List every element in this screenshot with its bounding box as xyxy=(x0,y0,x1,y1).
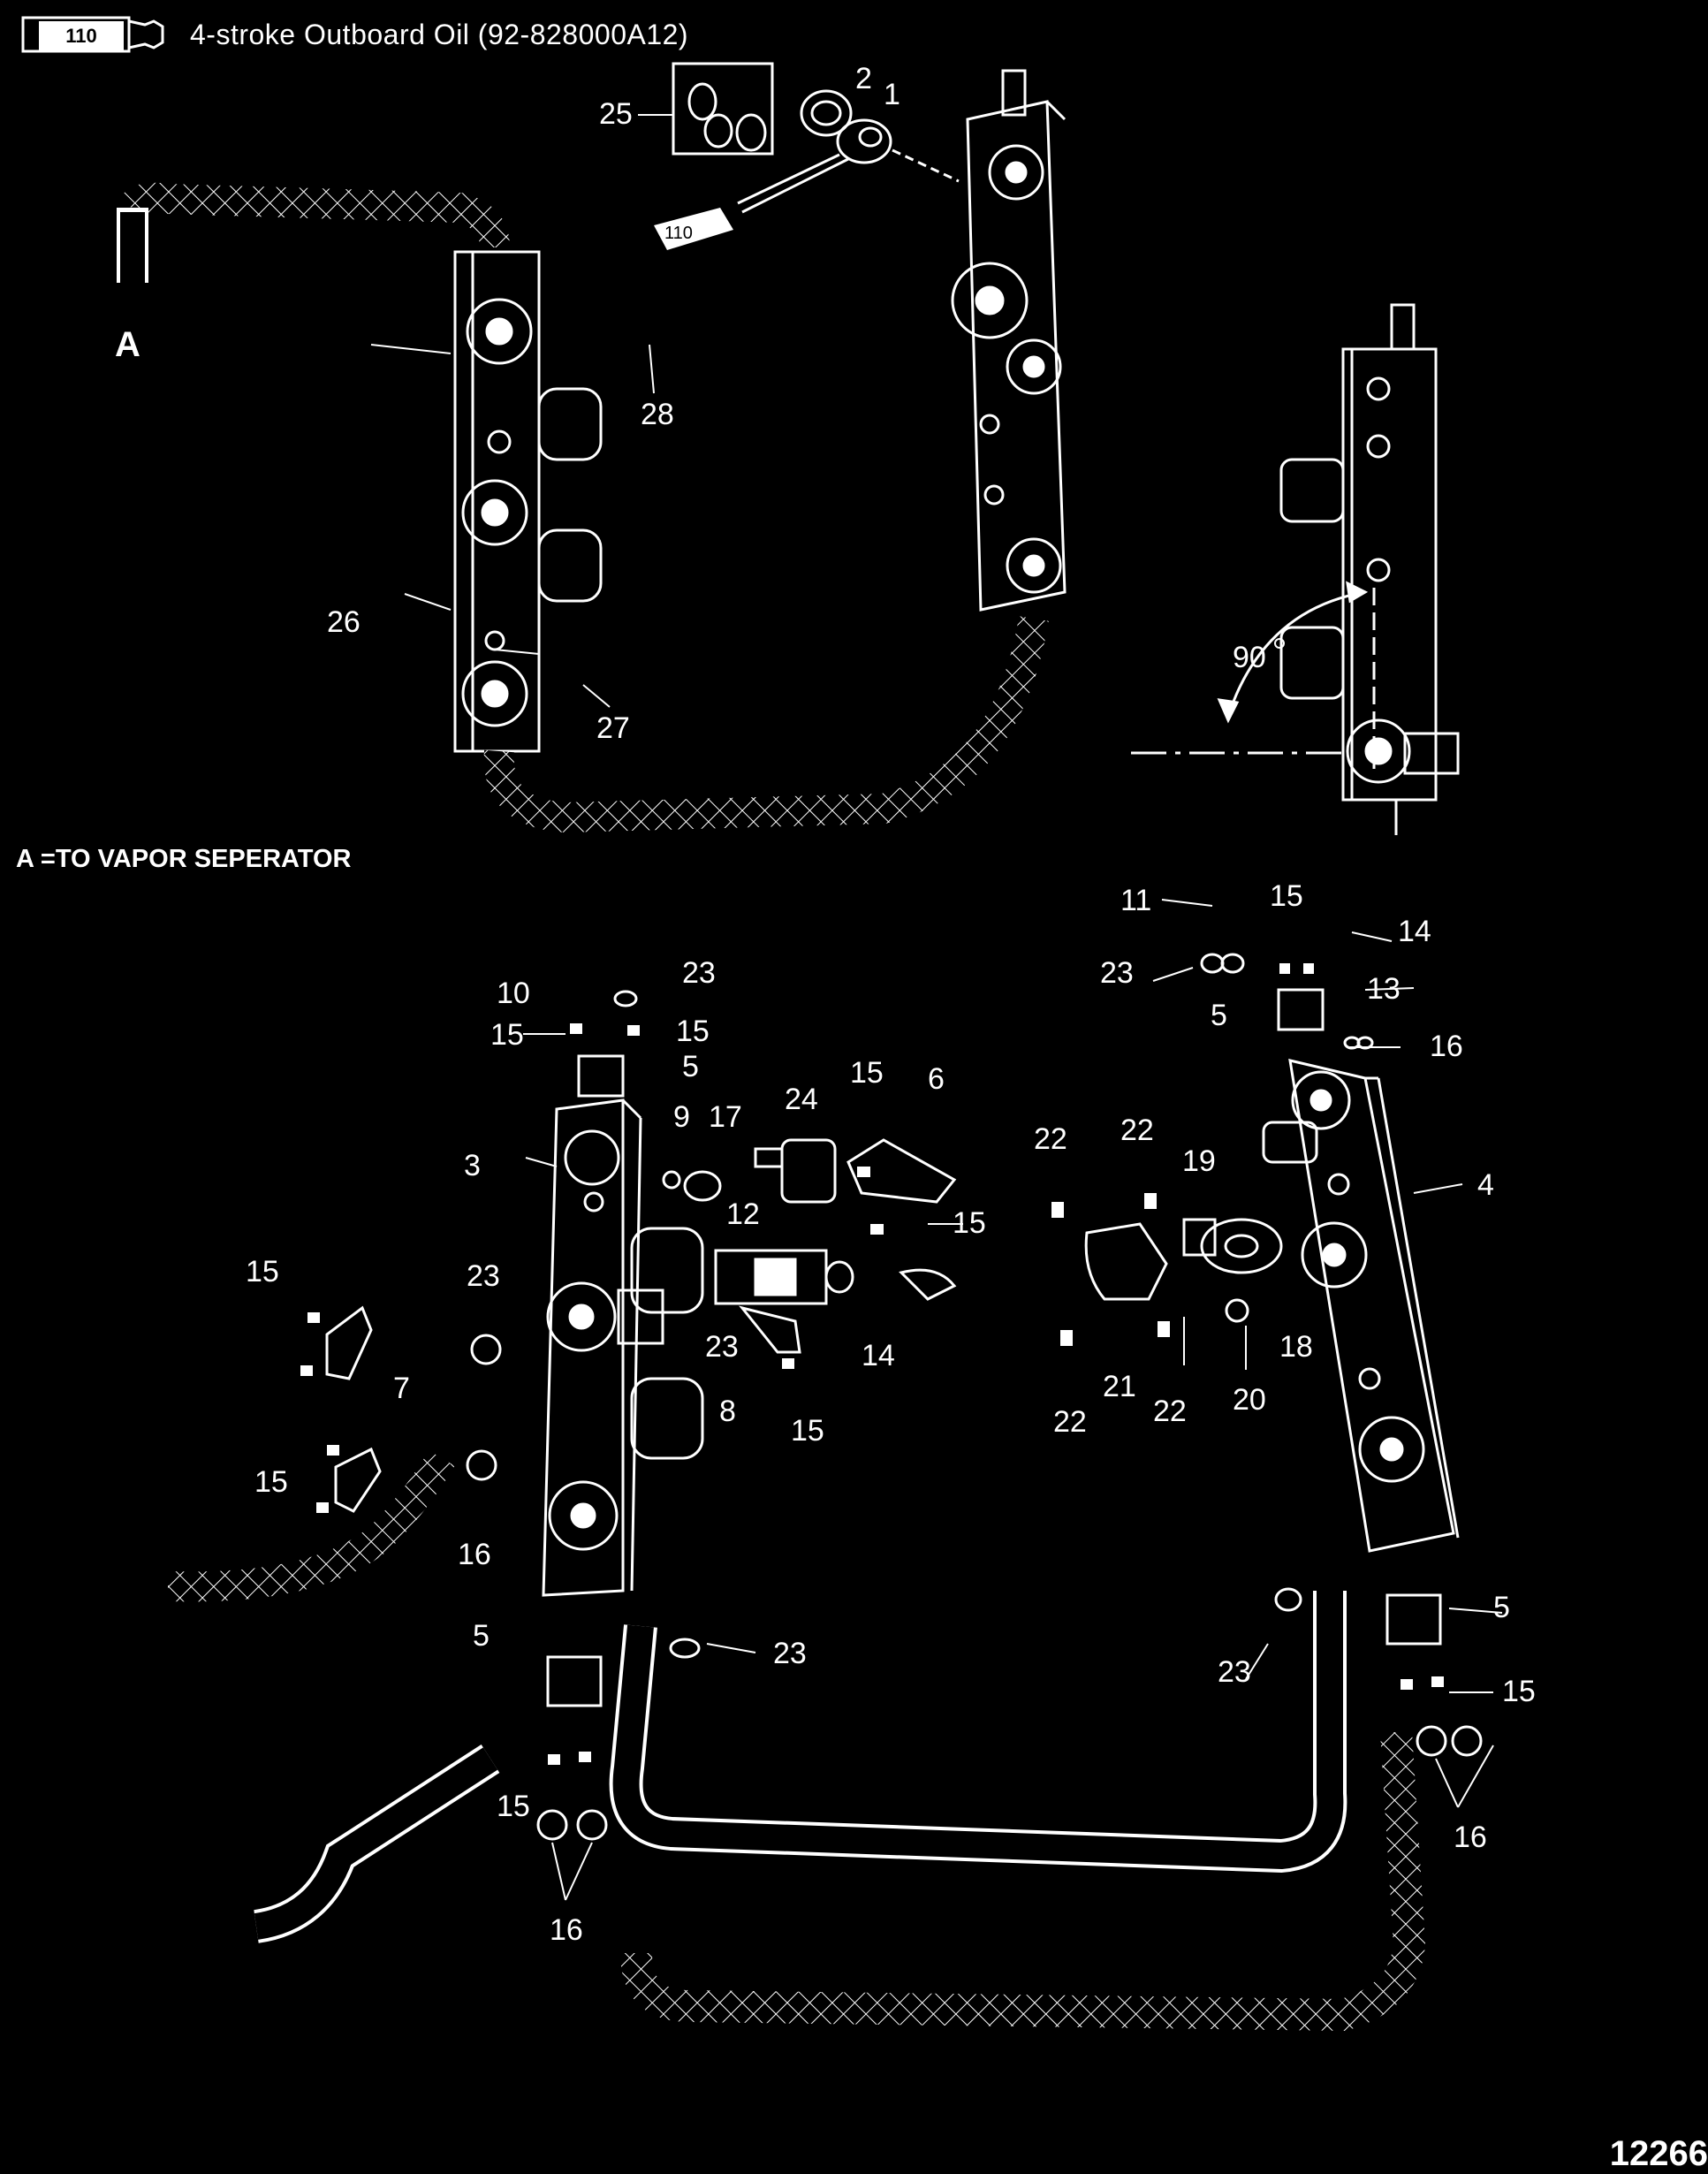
part-callouts xyxy=(370,114,1503,1693)
rail-side-view xyxy=(1131,303,1460,835)
callout-27: 27 xyxy=(596,711,630,745)
callout-22: 22 xyxy=(1034,1122,1067,1156)
lower-right-fuel-rail xyxy=(1262,1059,1460,1553)
callout-5: 5 xyxy=(1211,999,1227,1032)
svg-text:110: 110 xyxy=(664,224,693,243)
callout-15: 15 xyxy=(246,1255,279,1288)
callout-12: 12 xyxy=(726,1197,760,1231)
footnote: A =TO VAPOR SEPERATOR xyxy=(16,845,352,873)
callout-15: 15 xyxy=(676,1015,710,1048)
callout-8: 8 xyxy=(719,1395,736,1428)
callout-18: 18 xyxy=(1279,1330,1313,1364)
lubricant-tube-icon: 110 xyxy=(21,16,167,53)
tube-number: 110 xyxy=(39,21,124,51)
callout-23: 23 xyxy=(682,956,716,990)
injector-and-parts xyxy=(466,1138,957,1481)
lower-left-fuel-rail xyxy=(542,1098,704,1597)
fasteners xyxy=(300,963,1444,1765)
callout-23: 23 xyxy=(1100,956,1134,990)
callout-15: 15 xyxy=(497,1790,530,1823)
callout-16: 16 xyxy=(1430,1030,1463,1063)
o-ring-kit-box xyxy=(672,62,774,156)
callout-26: 26 xyxy=(327,605,361,639)
lubricant-legend: 110 4-stroke Outboard Oil (92-828000A12) xyxy=(21,12,688,57)
callout-15: 15 xyxy=(1502,1675,1536,1708)
callout-3: 3 xyxy=(464,1149,481,1182)
degree-symbol xyxy=(1274,638,1285,649)
callout-15: 15 xyxy=(490,1018,524,1052)
lower-fuel-hose-middle xyxy=(609,1591,1347,1874)
rail-brackets xyxy=(325,988,1442,1707)
o-rings xyxy=(536,953,1483,1841)
callout-22: 22 xyxy=(1053,1405,1087,1439)
callout-5: 5 xyxy=(682,1050,699,1083)
callout-23: 23 xyxy=(705,1330,739,1364)
callout-25: 25 xyxy=(599,97,633,131)
callout-14: 14 xyxy=(862,1339,895,1372)
callout-20: 20 xyxy=(1233,1383,1266,1417)
callout-22: 22 xyxy=(1120,1114,1154,1147)
lubricant-name: 4-stroke Outboard Oil (92-828000A12) xyxy=(190,18,689,50)
callout-19: 19 xyxy=(1182,1144,1216,1178)
callout-13: 13 xyxy=(1367,972,1401,1006)
upper-left-fuel-rail xyxy=(453,250,603,753)
fitting-and-cap xyxy=(737,89,960,214)
callout-23: 23 xyxy=(773,1637,807,1670)
upper-right-fuel-rail xyxy=(951,69,1067,612)
callout-16: 16 xyxy=(1454,1821,1487,1854)
callout-16: 16 xyxy=(458,1538,491,1571)
callout-14: 14 xyxy=(1398,915,1431,948)
callout-17: 17 xyxy=(709,1100,742,1134)
figure-number: 12266 xyxy=(1609,2134,1708,2173)
callout-28: 28 xyxy=(641,398,674,431)
callout-15: 15 xyxy=(791,1414,824,1448)
callout-11: 11 xyxy=(1120,884,1151,917)
upper-fuel-hose xyxy=(118,182,1049,833)
callout-7: 7 xyxy=(393,1372,410,1405)
callout-6: 6 xyxy=(928,1062,945,1096)
callout-1: 1 xyxy=(884,78,900,111)
oil-tube-icon: 110 xyxy=(654,208,733,250)
callout-15: 15 xyxy=(1270,879,1303,913)
callout-2: 2 xyxy=(855,62,872,95)
callout-15: 15 xyxy=(953,1206,986,1240)
pressure-regulator xyxy=(1084,1218,1283,1323)
callout-15: 15 xyxy=(850,1056,884,1090)
callout-22: 22 xyxy=(1153,1395,1187,1428)
callout-10: 10 xyxy=(497,977,530,1010)
callout-4: 4 xyxy=(1477,1168,1494,1202)
callout-21: 21 xyxy=(1103,1370,1136,1403)
callout-5: 5 xyxy=(473,1619,490,1653)
callout-23: 23 xyxy=(1218,1655,1251,1689)
callout-16: 16 xyxy=(550,1913,583,1947)
callout-9: 9 xyxy=(673,1100,690,1134)
lower-fuel-hose-left xyxy=(167,1450,455,1602)
detail-letter: A xyxy=(115,325,140,364)
callout-15: 15 xyxy=(254,1465,288,1499)
lower-fuel-hose-bottom xyxy=(620,1730,1426,2032)
callout-24: 24 xyxy=(785,1083,818,1116)
callout-23: 23 xyxy=(467,1259,500,1293)
angle-label: 90 xyxy=(1233,641,1266,674)
leader-lines-v xyxy=(551,1317,1494,1901)
callout-5: 5 xyxy=(1493,1591,1510,1624)
